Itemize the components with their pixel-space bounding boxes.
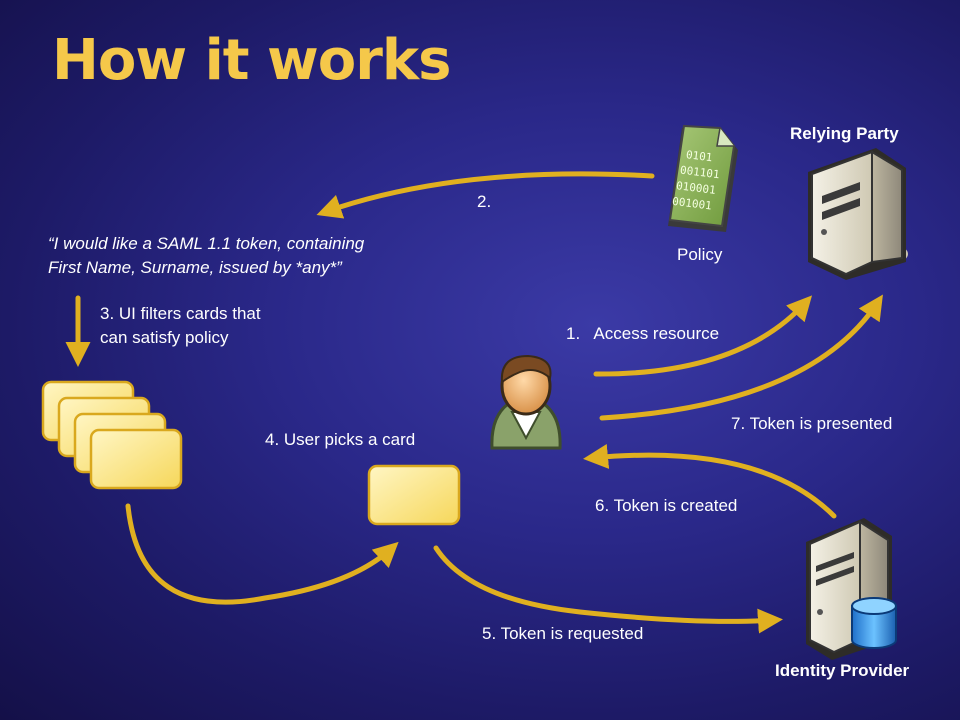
label-step7: 7. Token is presented	[731, 414, 893, 433]
database-icon	[851, 605, 897, 649]
card-stack	[41, 380, 183, 490]
policy-request-line-1: “I would like a SAML 1.1 token, containi…	[48, 234, 365, 253]
label-step3-line-2: can satisfy policy	[100, 328, 229, 347]
label-step3-line-1: 3. UI filters cards that	[100, 304, 261, 323]
policy-document-icon: 0101 001101 010001 001001	[668, 124, 738, 232]
user-icon	[490, 354, 562, 450]
selected-card	[367, 464, 461, 526]
label-step1: 1. Access resource	[566, 324, 720, 343]
label-policy: Policy	[677, 245, 723, 264]
identity-provider-server-icon	[806, 518, 897, 660]
policy-doc-line: 010001	[675, 179, 716, 197]
arrow-step4	[125, 503, 399, 605]
label-step4: 4. User picks a card	[265, 430, 416, 449]
arrows	[65, 171, 883, 634]
arrow-step7	[599, 294, 883, 421]
relying-party-server-icon	[808, 148, 908, 280]
arrow-step5	[433, 545, 783, 634]
label-step2: 2.	[477, 192, 492, 211]
slide-title: How it works	[52, 28, 451, 93]
label-step5: 5. Token is requested	[482, 624, 644, 643]
policy-doc-line: 001101	[679, 164, 720, 182]
policy-doc-line: 0101	[685, 148, 713, 164]
arrow-step1	[593, 295, 813, 377]
policy-request-text: “I would like a SAML 1.1 token, containi…	[48, 232, 364, 280]
label-step3: 3. UI filters cards that can satisfy pol…	[100, 302, 261, 350]
label-identity-provider: Identity Provider	[775, 661, 910, 680]
card	[89, 428, 183, 490]
arrow-step6	[583, 444, 837, 519]
label-step6: 6. Token is created	[595, 496, 738, 515]
label-relying-party: Relying Party	[790, 124, 899, 143]
policy-doc-line: 001001	[671, 195, 712, 213]
policy-request-line-2: First Name, Surname, issued by *any*”	[48, 258, 342, 277]
arrow-step2	[316, 171, 655, 219]
